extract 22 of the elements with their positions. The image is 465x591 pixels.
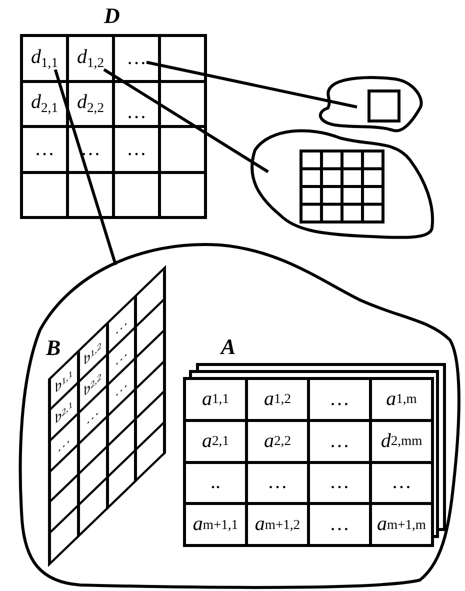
matrix-cell: … [310, 505, 372, 547]
cell-text: d$_{1,2}$ [77, 46, 104, 70]
matrix-cell: … [310, 464, 372, 506]
connector-line [103, 68, 269, 174]
matrix-name: A [221, 336, 236, 358]
cell-text: … [126, 48, 146, 68]
matrix-cell: … [310, 422, 372, 464]
matrix-name: D [104, 5, 120, 27]
matrix-cell: … [372, 464, 434, 506]
matrix-cell: … [310, 380, 372, 422]
matrix-cell: … [248, 464, 310, 506]
cell-text: … [126, 139, 146, 160]
cell-text: … [34, 139, 54, 160]
matrix-cell: .. [186, 464, 248, 506]
cell-text: … [80, 139, 100, 160]
matrix-cell: … [108, 296, 138, 354]
connector-line [54, 69, 118, 266]
connector-line [146, 60, 358, 108]
cell-text: d$_{1,1}$ [31, 46, 58, 70]
cell-text: d$_{2,2}$ [77, 92, 104, 116]
cell-text: … [126, 102, 146, 122]
cell-text: d$_{2,1}$ [31, 92, 58, 116]
